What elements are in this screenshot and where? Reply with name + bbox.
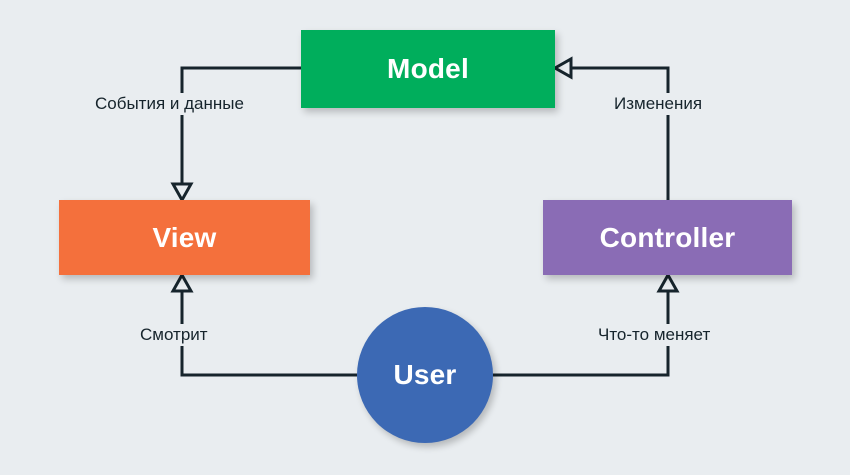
node-model[interactable]: Model bbox=[301, 30, 555, 108]
arrowhead-user-to-controller bbox=[656, 271, 680, 293]
node-controller[interactable]: Controller bbox=[543, 200, 792, 275]
edge-model-to-view bbox=[170, 66, 301, 204]
arrowhead-model-to-view bbox=[170, 182, 194, 204]
edge-label-controller-to-model: Изменения bbox=[608, 93, 709, 115]
edge-label-model-to-view: События и данные bbox=[89, 93, 250, 115]
edge-label-user-to-controller: Что-то меняет bbox=[592, 324, 717, 346]
node-view[interactable]: View bbox=[59, 200, 310, 275]
node-user[interactable]: User bbox=[357, 307, 493, 443]
edge-label-user-to-view: Смотрит bbox=[134, 324, 214, 346]
node-user-label: User bbox=[393, 359, 457, 390]
arrowhead-controller-to-model bbox=[551, 56, 573, 80]
node-controller-label: Controller bbox=[599, 221, 736, 253]
edge-user-to-view bbox=[170, 271, 357, 377]
edge-controller-to-model bbox=[551, 56, 670, 200]
node-view-label: View bbox=[152, 221, 217, 253]
arrowhead-user-to-view bbox=[170, 271, 194, 293]
node-model-label: Model bbox=[387, 53, 469, 84]
edge-user-to-controller bbox=[493, 271, 680, 377]
